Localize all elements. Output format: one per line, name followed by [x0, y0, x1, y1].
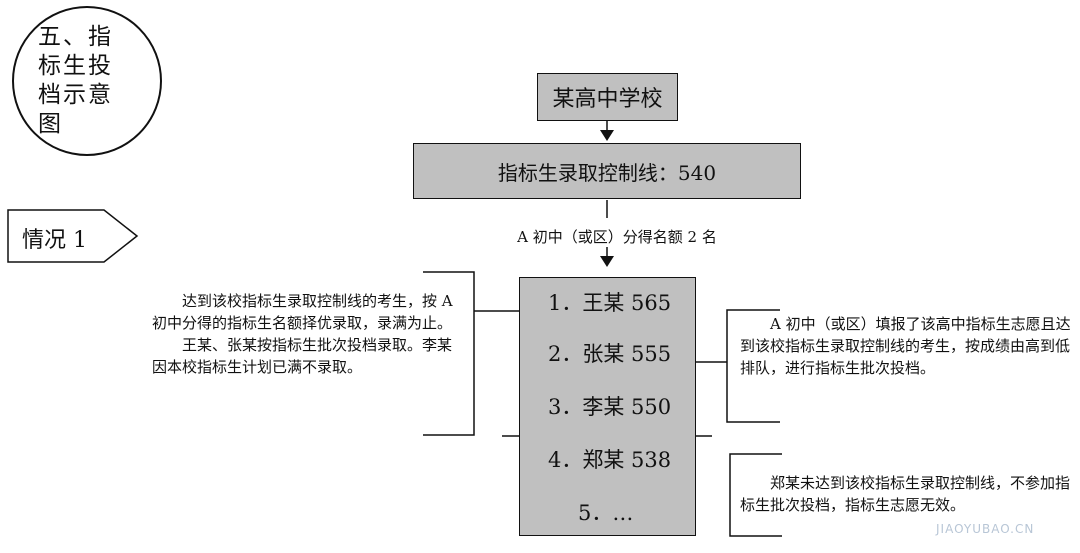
title-text: 五、指标生投档示意图 — [38, 24, 113, 137]
control-line-text: 指标生录取控制线：540 — [497, 160, 717, 185]
case-label: 情况 1 — [22, 228, 87, 253]
quota-text: A 初中（或区）分得名额 2 名 — [517, 228, 717, 246]
right-note-top-text: A 初中（或区）填报了该高中指标生志愿且达到该校指标生录取控制线的考生，按成绩由… — [740, 315, 1071, 377]
left-note-rule: 达到该校指标生录取控制线的考生，按 A 初中分得的指标生名额择优录取，录满为止。 — [152, 292, 453, 332]
case-label-shape — [7, 209, 139, 263]
school-name: 某高中学校 — [552, 87, 663, 112]
left-note: 达到该校指标生录取控制线的考生，按 A 初中分得的指标生名额择优录取，录满为止。… — [152, 290, 458, 378]
watermark: JIAOYUBAO.CN — [936, 522, 1035, 536]
school-box: 某高中学校 — [537, 73, 678, 121]
title-bubble: 五、指标生投档示意图 — [12, 6, 162, 156]
right-note-bottom-text: 郑某未达到该校指标生录取控制线，不参加指标生批次投档，指标生志愿无效。 — [740, 474, 1071, 514]
list-item: 3．李某 550 — [548, 395, 672, 419]
right-note-bottom: 郑某未达到该校指标生录取控制线，不参加指标生批次投档，指标生志愿无效。 — [740, 472, 1074, 516]
list-item: 4．郑某 538 — [548, 448, 672, 472]
list-item: 1．王某 565 — [548, 291, 672, 315]
student-list: 1．王某 565 2．张某 555 3．李某 550 4．郑某 538 5．… — [519, 277, 696, 536]
control-line-box: 指标生录取控制线：540 — [413, 143, 801, 199]
list-item: 5．… — [578, 501, 634, 525]
list-item: 2．张某 555 — [548, 342, 672, 366]
right-note-top: A 初中（或区）填报了该高中指标生志愿且达到该校指标生录取控制线的考生，按成绩由… — [740, 313, 1074, 379]
left-note-result: 王某、张某按指标生批次投档录取。李某因本校指标生计划已满不录取。 — [152, 336, 453, 376]
